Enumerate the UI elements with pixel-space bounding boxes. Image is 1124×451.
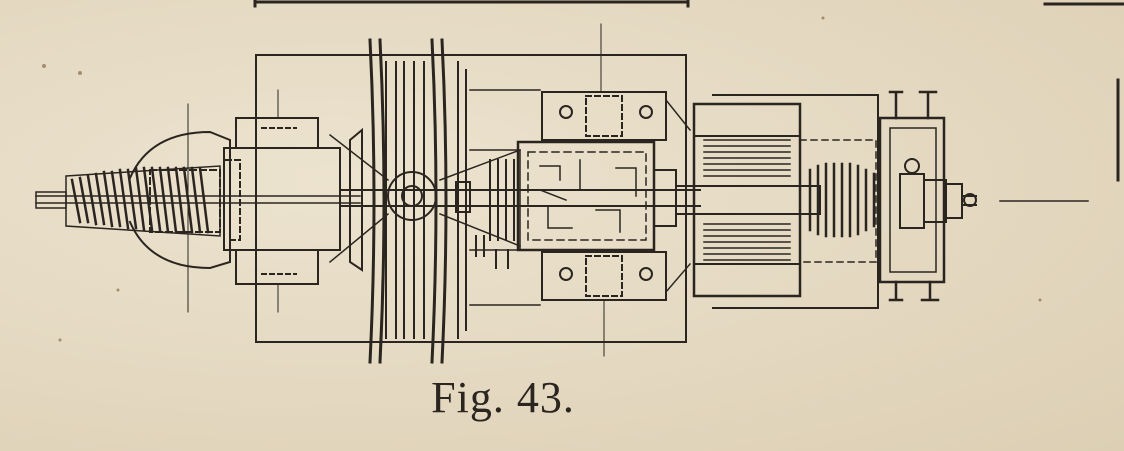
bearing-brackets xyxy=(541,91,692,301)
left-bearing-block xyxy=(223,89,341,313)
worm-gear-housing xyxy=(35,130,231,270)
clutch-coupling xyxy=(455,89,541,306)
neighbour-frames xyxy=(253,0,1124,182)
motor-field xyxy=(692,102,877,298)
main-shaft xyxy=(339,185,821,215)
worm-thread xyxy=(70,166,210,234)
armature-block xyxy=(516,140,677,252)
rotor-winding xyxy=(808,162,876,238)
figure-caption: Fig. 43. xyxy=(0,372,1124,423)
flywheel-pulley xyxy=(328,38,521,364)
governor-assembly xyxy=(878,90,977,302)
base-frame xyxy=(255,54,879,343)
paper-specks xyxy=(42,16,1042,342)
field-winding xyxy=(703,139,791,261)
caption-text: Fig. 43. xyxy=(431,373,575,422)
